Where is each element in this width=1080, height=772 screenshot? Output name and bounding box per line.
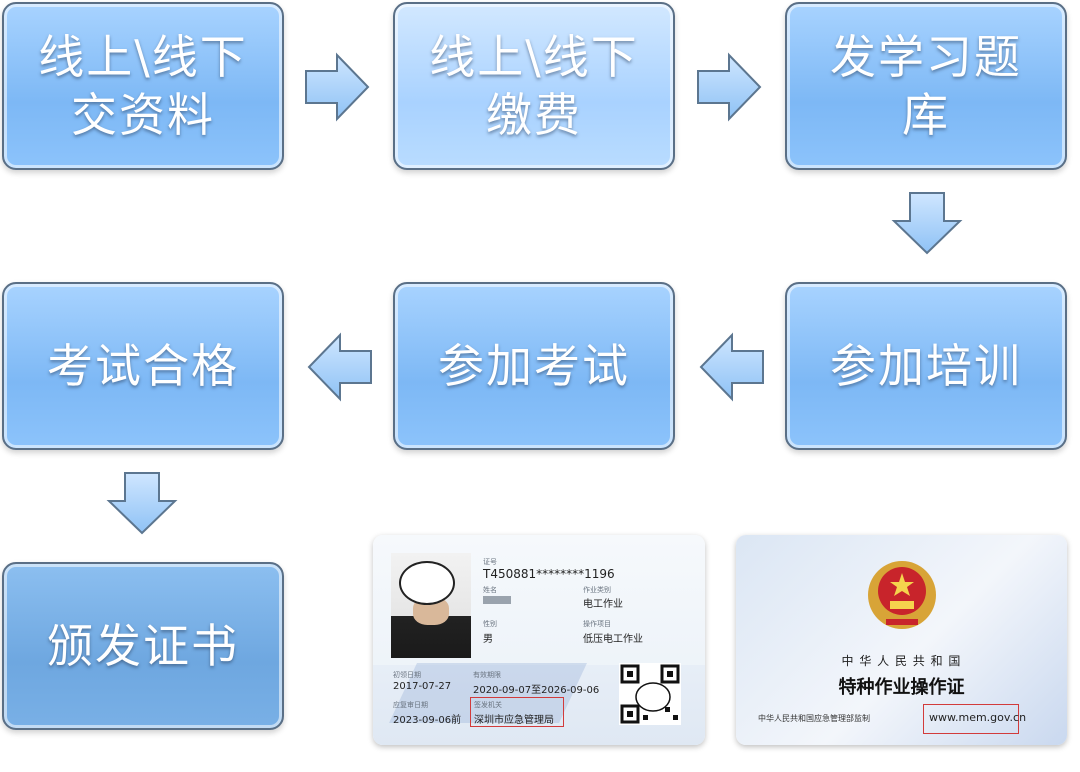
valid-label: 有效期限 [473, 671, 501, 679]
category-value: 电工作业 [583, 599, 623, 610]
step-issue-certificate: 颁发证书 [2, 562, 284, 730]
step-question-bank: 发学习题 库 [785, 2, 1067, 170]
arrow-right-icon [697, 52, 762, 122]
gender-label: 性别 [483, 620, 497, 628]
gender-value: 男 [483, 634, 493, 645]
qr-code-icon [619, 663, 681, 725]
photo [391, 553, 471, 658]
national-emblem-icon [868, 561, 936, 629]
country-name: 中 华 人 民 共 和 国 [841, 654, 962, 668]
id-number: T450881********1196 [483, 567, 615, 581]
name-redacted [483, 596, 511, 604]
step-pay-fees: 线上\线下 缴费 [393, 2, 675, 170]
authority-highlight [470, 697, 564, 727]
first-issue-label: 初领日期 [393, 671, 421, 679]
arrow-left-icon [699, 332, 764, 402]
website-highlight [923, 704, 1019, 734]
id-label: 证号 [483, 558, 497, 566]
step-attend-training: 参加培训 [785, 282, 1067, 450]
step-submit-materials: 线上\线下 交资料 [2, 2, 284, 170]
review-value: 2023-09-06前 [393, 715, 462, 726]
step-take-exam: 参加考试 [393, 282, 675, 450]
valid-value: 2020-09-07至2026-09-06 [473, 685, 600, 696]
certificate-back-card: 中 华 人 民 共 和 国 特种作业操作证 中华人民共和国应急管理部监制 www… [736, 535, 1067, 745]
certificate-title: 特种作业操作证 [838, 677, 965, 698]
authority-label: 签发机关 [474, 701, 502, 709]
supervisor-text: 中华人民共和国应急管理部监制 [758, 714, 870, 723]
arrow-right-icon [305, 52, 370, 122]
project-value: 低压电工作业 [583, 634, 643, 645]
arrow-down-icon [106, 472, 178, 535]
arrow-left-icon [307, 332, 372, 402]
arrow-down-icon [891, 192, 963, 255]
first-issue-value: 2017-07-27 [393, 681, 452, 692]
review-label: 应复审日期 [393, 701, 428, 709]
project-label: 操作项目 [583, 620, 611, 628]
authority-value: 深圳市应急管理局 [474, 715, 554, 726]
step-pass-exam: 考试合格 [2, 282, 284, 450]
website-text: www.mem.gov.cn [929, 711, 1027, 724]
sticker-icon [399, 561, 455, 605]
name-label: 姓名 [483, 586, 497, 594]
category-label: 作业类别 [583, 586, 611, 594]
certificate-front-card: 证号 T450881********1196 姓名 作业类别 电工作业 性别 男… [373, 535, 705, 745]
